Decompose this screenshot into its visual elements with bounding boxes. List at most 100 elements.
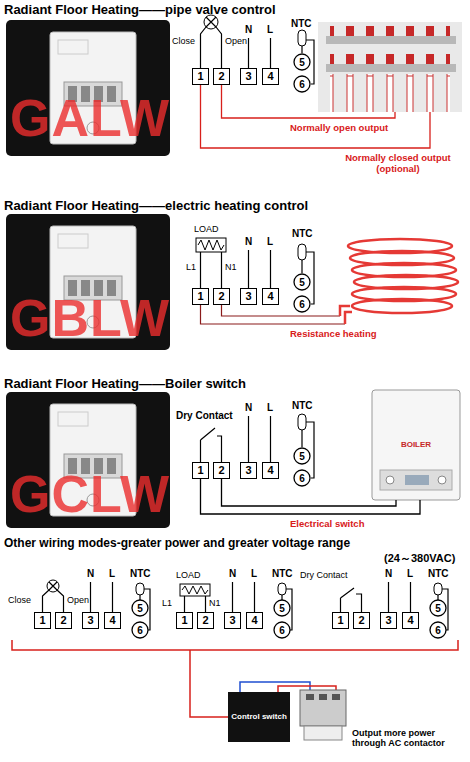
node-text: 6 — [299, 79, 305, 90]
signal-wire — [201, 479, 421, 514]
contactor-base — [304, 726, 342, 740]
terminal-label: Dry Contact — [300, 570, 348, 580]
sensor-terminal: 6 — [131, 621, 149, 639]
heating-cable — [340, 239, 458, 324]
terminal-box: 3 — [380, 612, 397, 629]
node-text: 4 — [267, 464, 273, 476]
terminal-box: 4 — [246, 612, 263, 629]
node-text: 6 — [435, 625, 441, 636]
terminal-label: Dry Contact — [176, 410, 233, 421]
terminal-box: 1 — [192, 288, 209, 305]
node-text: 3 — [229, 614, 235, 626]
ntc-probe — [298, 244, 306, 260]
node-text: 4 — [267, 290, 273, 302]
terminal-box: 1 — [34, 612, 51, 629]
cable-lead — [340, 306, 352, 324]
terminal-box: 1 — [192, 68, 209, 85]
terminal-box: 2 — [213, 462, 230, 479]
wire — [43, 582, 151, 630]
node-text: 3 — [245, 464, 251, 476]
node-text: 6 — [299, 473, 305, 484]
terminal-label: LOAD — [194, 224, 219, 234]
watermark: GCLW — [10, 468, 170, 520]
node-text: 2 — [218, 290, 224, 302]
thermostat-photo — [6, 20, 170, 156]
terminal-box: 2 — [213, 288, 230, 305]
ntc-probe — [298, 414, 306, 430]
floor-pipes — [330, 74, 450, 112]
node-text: 2 — [60, 614, 66, 626]
terminal-box: 1 — [192, 462, 209, 479]
terminal-label: N — [229, 568, 236, 579]
terminal-circle-outline — [294, 76, 310, 92]
node-text: BOILER — [401, 441, 431, 450]
manifold-body — [318, 22, 462, 112]
sensor-terminal: 5 — [293, 447, 311, 465]
node-text: 5 — [299, 451, 305, 462]
node-text: 2 — [202, 614, 208, 626]
node-text: 2 — [358, 614, 364, 626]
node-text: 2 — [218, 464, 224, 476]
manifold-bar — [326, 64, 456, 72]
sensor-terminal: 6 — [429, 621, 447, 639]
terminal-label: N1 — [225, 262, 237, 272]
resistor-zigzag — [198, 240, 224, 250]
terminal-box: 1 — [176, 612, 193, 629]
terminal-label: N — [245, 402, 252, 413]
load-resistor — [180, 584, 210, 596]
terminal-label: NTC — [292, 400, 313, 411]
terminal-circle-outline — [294, 274, 310, 290]
terminal-label: Open — [67, 595, 89, 605]
terminal-label: Close — [172, 36, 195, 46]
node-text: 1 — [197, 464, 203, 476]
valve-row — [330, 26, 450, 36]
node-text: 6 — [137, 625, 143, 636]
node-text: 5 — [299, 57, 305, 68]
sensor-terminal: 6 — [273, 621, 291, 639]
terminal-box: 2 — [213, 68, 230, 85]
node-text: 4 — [407, 614, 413, 626]
terminal-box: 3 — [240, 68, 257, 85]
terminal-circle-outline — [294, 470, 310, 486]
terminal-label: N1 — [209, 598, 221, 608]
boiler-knob — [438, 476, 446, 484]
resistor-zigzag — [182, 586, 208, 594]
terminal-box: 2 — [55, 612, 72, 629]
terminal-circle-outline — [430, 622, 446, 638]
contactor-terminal — [319, 694, 327, 700]
terminal-circle-outline — [294, 448, 310, 464]
section-heading: Radiant Floor Heating——Boiler switch — [4, 376, 246, 391]
sensor-terminal: 5 — [131, 599, 149, 617]
output-note: Output more power through AC contactor — [352, 728, 462, 748]
terminal-box: 4 — [262, 68, 279, 85]
sensor-terminal: 6 — [293, 469, 311, 487]
manifold-bar — [326, 36, 456, 44]
terminal-label: N — [87, 568, 94, 579]
node-text: 2 — [218, 70, 224, 82]
boiler-unit: BOILER — [372, 390, 460, 500]
terminal-box: 4 — [402, 612, 419, 629]
watermark: GBLW — [10, 292, 170, 344]
wire — [185, 582, 293, 630]
terminal-circle-outline — [274, 622, 290, 638]
node-text: 4 — [267, 70, 273, 82]
terminal-circle-outline — [132, 622, 148, 638]
terminal-box: 4 — [262, 288, 279, 305]
ntc-probe — [434, 583, 442, 595]
node-text: 6 — [279, 625, 285, 636]
terminal-label: NTC — [130, 568, 151, 579]
terminal-label: NTC — [291, 18, 312, 29]
wire — [201, 17, 315, 84]
terminal-box: 4 — [104, 612, 121, 629]
terminal-label: Open — [225, 36, 247, 46]
output-wire — [201, 85, 431, 148]
ntc-probe — [278, 583, 286, 595]
thermostat-photo — [6, 392, 170, 528]
terminal-box: 3 — [82, 612, 99, 629]
load-resistor — [196, 238, 226, 252]
sensor-terminal: 5 — [429, 599, 447, 617]
terminal-label: L — [267, 236, 273, 247]
node-text: 3 — [245, 290, 251, 302]
terminal-box: 3 — [240, 462, 257, 479]
thermostat-photo — [6, 214, 170, 350]
